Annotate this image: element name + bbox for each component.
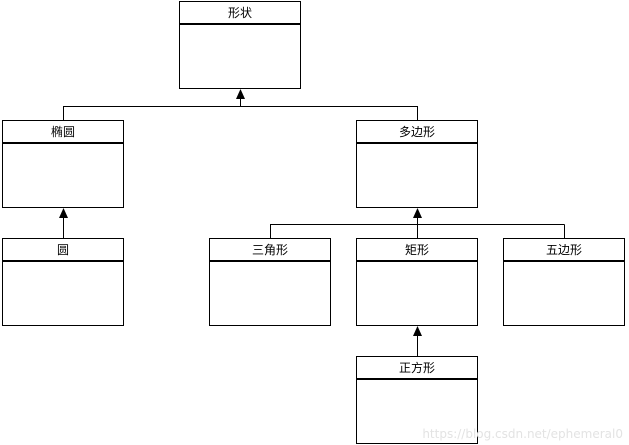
connector-triangle-to-polygon: [270, 224, 565, 238]
class-name: 多边形: [357, 121, 477, 144]
class-name: 五边形: [504, 239, 624, 262]
class-box-ellipse[interactable]: 椭圆: [2, 120, 124, 208]
class-box-pentagon[interactable]: 五边形: [503, 238, 625, 326]
class-name: 矩形: [357, 239, 477, 262]
arrowhead-ellipse: [59, 208, 68, 218]
class-box-triangle[interactable]: 三角形: [209, 238, 331, 326]
class-box-shape[interactable]: 形状: [179, 1, 301, 89]
class-box-circle[interactable]: 圆: [2, 238, 124, 326]
class-box-rectangle[interactable]: 矩形: [356, 238, 478, 326]
connector-ellipse-to-shape: [63, 106, 241, 120]
arrowhead-polygon: [413, 208, 422, 218]
watermark-url: https://blog.csdn.net/ephemeral0: [422, 427, 623, 441]
arrowhead-shape: [236, 89, 245, 99]
class-name: 椭圆: [3, 121, 123, 144]
class-box-square[interactable]: 正方形: [356, 356, 478, 444]
connector-polygon-to-shape: [240, 106, 418, 120]
class-name: 正方形: [357, 357, 477, 380]
arrowhead-rectangle: [413, 326, 422, 336]
class-name: 三角形: [210, 239, 330, 262]
class-name: 圆: [3, 239, 123, 262]
class-name: 形状: [180, 2, 300, 25]
class-box-polygon[interactable]: 多边形: [356, 120, 478, 208]
